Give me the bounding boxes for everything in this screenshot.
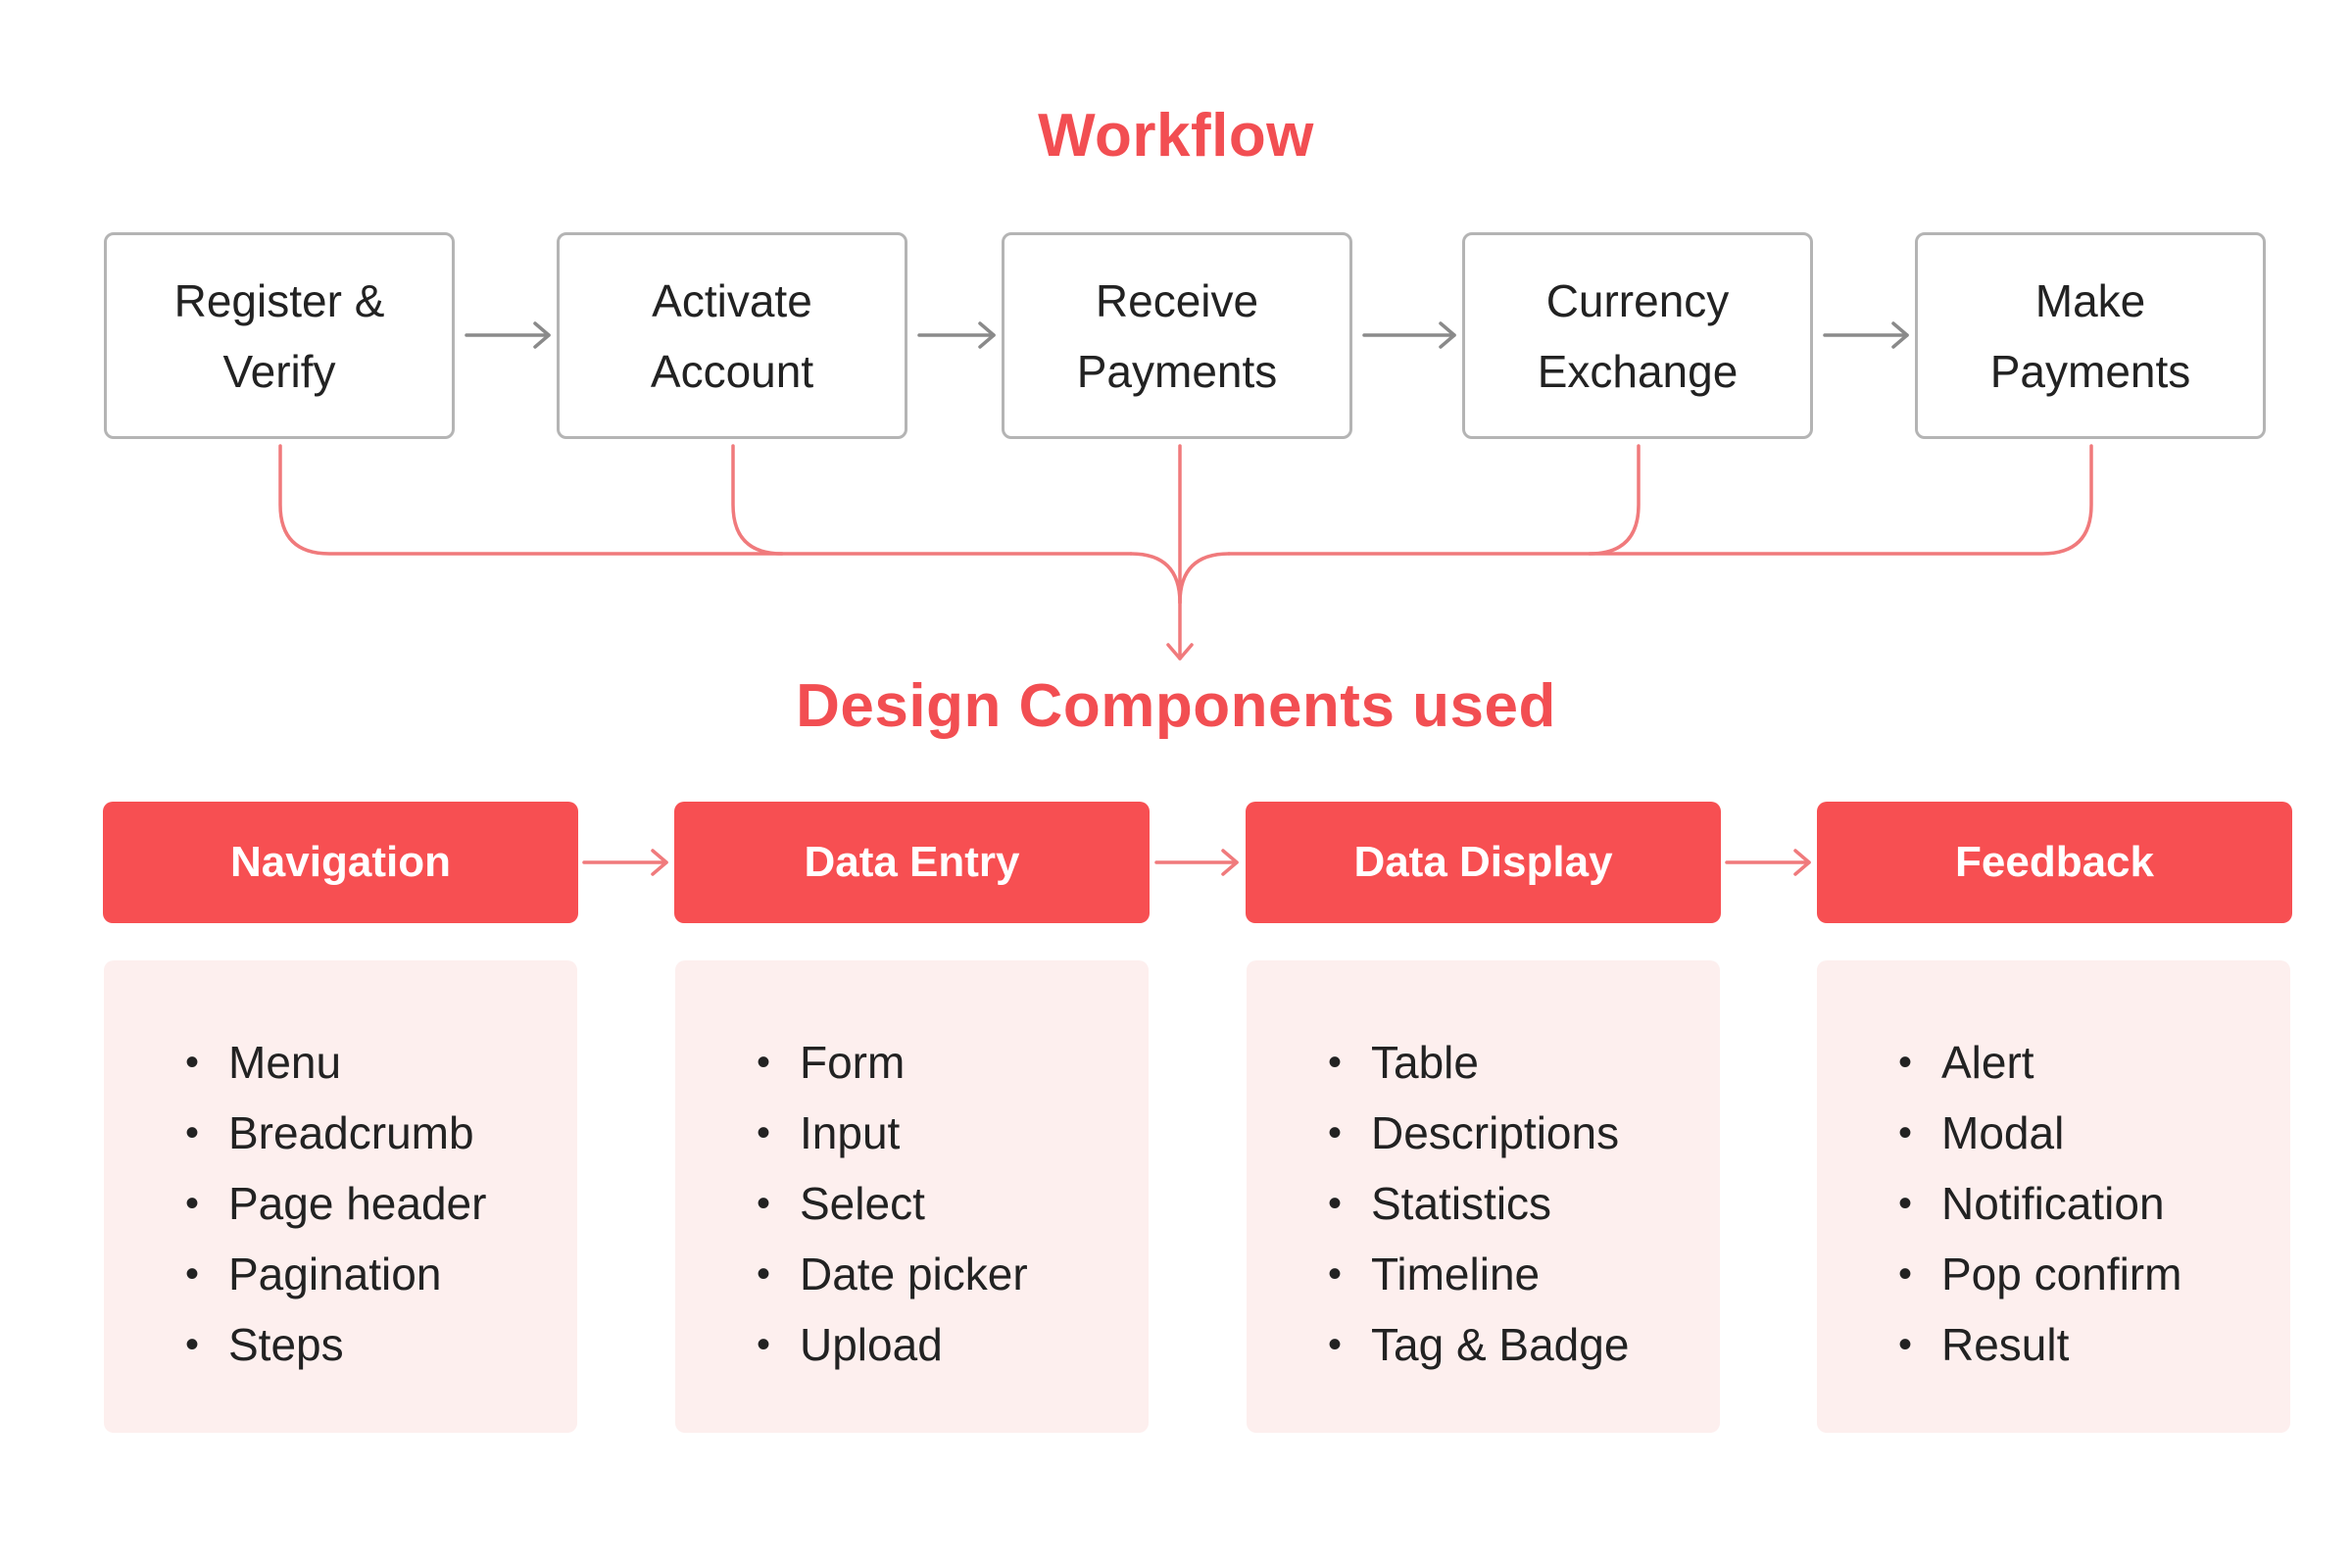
category-panel-navigation: • Menu • Breadcrumb • Page header • Paginati… [104,960,577,1433]
arrow-right-icon [582,849,668,876]
component-name: Notification [1941,1178,2165,1229]
list-item: • Statistics [1325,1168,1720,1239]
component-name: Page header [228,1178,487,1229]
bullet-icon: • [756,1182,770,1225]
list-item: • Descriptions [1325,1098,1720,1168]
merge-connector [278,444,2093,661]
component-name: Date picker [800,1249,1028,1299]
step-label-line2: Exchange [1537,345,1739,397]
list-item: • Timeline [1325,1239,1720,1309]
list-item: • Form [754,1027,1149,1098]
bullet-icon: • [1897,1182,1912,1225]
list-item: • Upload [754,1309,1149,1380]
step-register-verify: Register & Verify [104,232,455,439]
list-item: • Menu [182,1027,577,1098]
component-name: Select [800,1178,925,1229]
bullet-icon: • [184,1182,199,1225]
workflow-title: Workflow [1038,102,1314,170]
list-item: • Pop confirm [1895,1239,2290,1309]
bullet-icon: • [1897,1323,1912,1366]
list-item: • Tag & Badge [1325,1309,1720,1380]
arrow-right-icon [917,321,996,349]
step-label-line1: Activate [652,274,812,326]
component-name: Upload [800,1319,943,1370]
list-item: • Result [1895,1309,2290,1380]
step-make-payments: Make Payments [1915,232,2266,439]
components-title: Design Components used [796,672,1556,740]
step-label-line2: Verify [222,345,336,397]
component-name: Descriptions [1371,1107,1620,1158]
component-name: Alert [1941,1037,2034,1088]
category-header-navigation: Navigation [103,802,578,923]
bullet-icon: • [1327,1252,1342,1296]
list-item: • Alert [1895,1027,2290,1098]
bullet-icon: • [184,1252,199,1296]
component-name: Result [1941,1319,2070,1370]
bullet-icon: • [1327,1111,1342,1154]
bullet-icon: • [1897,1041,1912,1084]
category-header-data-display: Data Display [1246,802,1721,923]
component-name: Input [800,1107,901,1158]
bullet-icon: • [184,1323,199,1366]
list-item: • Pagination [182,1239,577,1309]
list-item: • Select [754,1168,1149,1239]
step-label-line1: Receive [1095,274,1259,326]
list-item: • Table [1325,1027,1720,1098]
component-name: Modal [1941,1107,2065,1158]
step-label-line1: Make [2034,274,2146,326]
bullet-icon: • [756,1111,770,1154]
component-name: Pop confirm [1941,1249,2182,1299]
list-item: • Page header [182,1168,577,1239]
arrow-right-icon [1725,849,1811,876]
component-name: Timeline [1371,1249,1541,1299]
step-label-line2: Payments [1076,345,1278,397]
list-item: • Date picker [754,1239,1149,1309]
category-panel-data-display: • Table • Descriptions • Statistics • Timeli… [1247,960,1720,1433]
component-name: Tag & Badge [1371,1319,1630,1370]
bullet-icon: • [1327,1182,1342,1225]
step-receive-payments: Receive Payments [1002,232,1352,439]
bullet-icon: • [184,1111,199,1154]
component-name: Table [1371,1037,1479,1088]
list-item: • Steps [182,1309,577,1380]
arrow-down-icon [1166,643,1194,661]
step-label-line2: Payments [1989,345,2191,397]
bullet-icon: • [756,1323,770,1366]
category-panel-data-entry: • Form • Input • Select • Date picker • Uploa… [675,960,1149,1433]
bullet-icon: • [1897,1252,1912,1296]
list-item: • Input [754,1098,1149,1168]
category-header-feedback: Feedback [1817,802,2292,923]
bullet-icon: • [756,1041,770,1084]
arrow-right-icon [465,321,551,349]
list-item: • Notification [1895,1168,2290,1239]
bullet-icon: • [184,1041,199,1084]
step-label-line1: Currency [1545,274,1730,326]
component-name: Pagination [228,1249,442,1299]
category-panel-feedback: • Alert • Modal • Notification • Pop confirm… [1817,960,2290,1433]
arrow-right-icon [1362,321,1456,349]
bullet-icon: • [1327,1041,1342,1084]
step-activate-account: Activate Account [557,232,907,439]
list-item: • Breadcrumb [182,1098,577,1168]
component-list: • Alert • Modal • Notification • Pop confirm… [1895,1027,2290,1380]
component-name: Statistics [1371,1178,1552,1229]
component-list: • Menu • Breadcrumb • Page header • Paginati… [182,1027,577,1380]
bullet-icon: • [1897,1111,1912,1154]
bullet-icon: • [756,1252,770,1296]
component-list: • Table • Descriptions • Statistics • Timeli… [1325,1027,1720,1380]
component-name: Breadcrumb [228,1107,474,1158]
component-name: Steps [228,1319,344,1370]
step-currency-exchange: Currency Exchange [1462,232,1813,439]
arrow-right-icon [1154,849,1239,876]
step-label-line2: Account [650,345,814,397]
list-item: • Modal [1895,1098,2290,1168]
category-header-data-entry: Data Entry [674,802,1150,923]
component-list: • Form • Input • Select • Date picker • Uploa… [754,1027,1149,1380]
component-name: Menu [228,1037,342,1088]
arrow-right-icon [1823,321,1909,349]
bullet-icon: • [1327,1323,1342,1366]
component-name: Form [800,1037,906,1088]
step-label-line1: Register & [173,274,385,326]
